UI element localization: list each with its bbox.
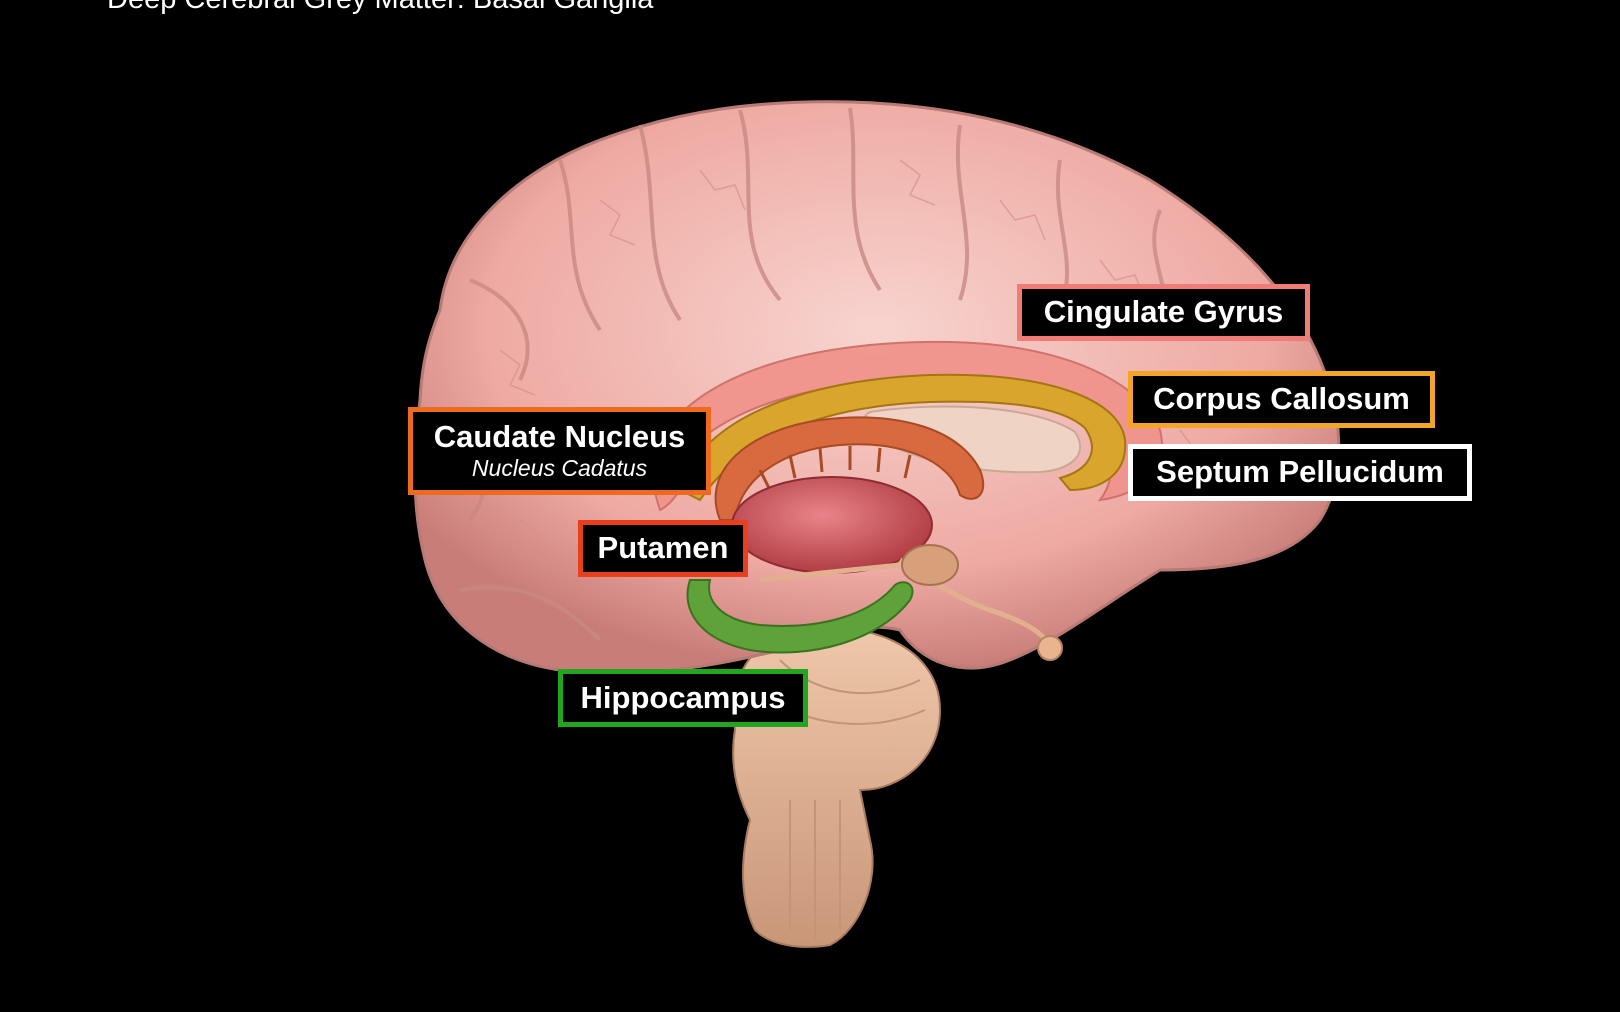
label-septum-pellucidum-text: Septum Pellucidum — [1156, 454, 1444, 490]
label-cingulate-gyrus-text: Cingulate Gyrus — [1043, 294, 1284, 330]
hippocampus — [686, 579, 914, 654]
label-septum-pellucidum: Septum Pellucidum — [1128, 444, 1472, 501]
caudate-bridges — [758, 446, 912, 491]
label-corpus-callosum-text: Corpus Callosum — [1153, 381, 1410, 417]
corpus-callosum — [678, 373, 1127, 502]
label-hippocampus-text: Hippocampus — [580, 679, 786, 715]
label-caudate-nucleus: Caudate Nucleus Nucleus Cadatus — [408, 407, 711, 495]
label-corpus-callosum: Corpus Callosum — [1128, 371, 1435, 428]
label-caudate-nucleus-latin: Nucleus Cadatus — [471, 455, 648, 482]
caudate-nucleus — [714, 416, 985, 521]
mammillary-body — [1037, 635, 1063, 661]
label-cingulate-gyrus: Cingulate Gyrus — [1017, 284, 1310, 341]
label-putamen-text: Putamen — [597, 530, 729, 566]
amygdala — [901, 544, 959, 586]
label-caudate-nucleus-text: Caudate Nucleus — [433, 419, 686, 455]
label-hippocampus: Hippocampus — [558, 669, 808, 727]
label-putamen: Putamen — [578, 520, 748, 577]
page-title: Deep Cerebral Grey Matter: Basal Ganglia — [107, 0, 653, 16]
